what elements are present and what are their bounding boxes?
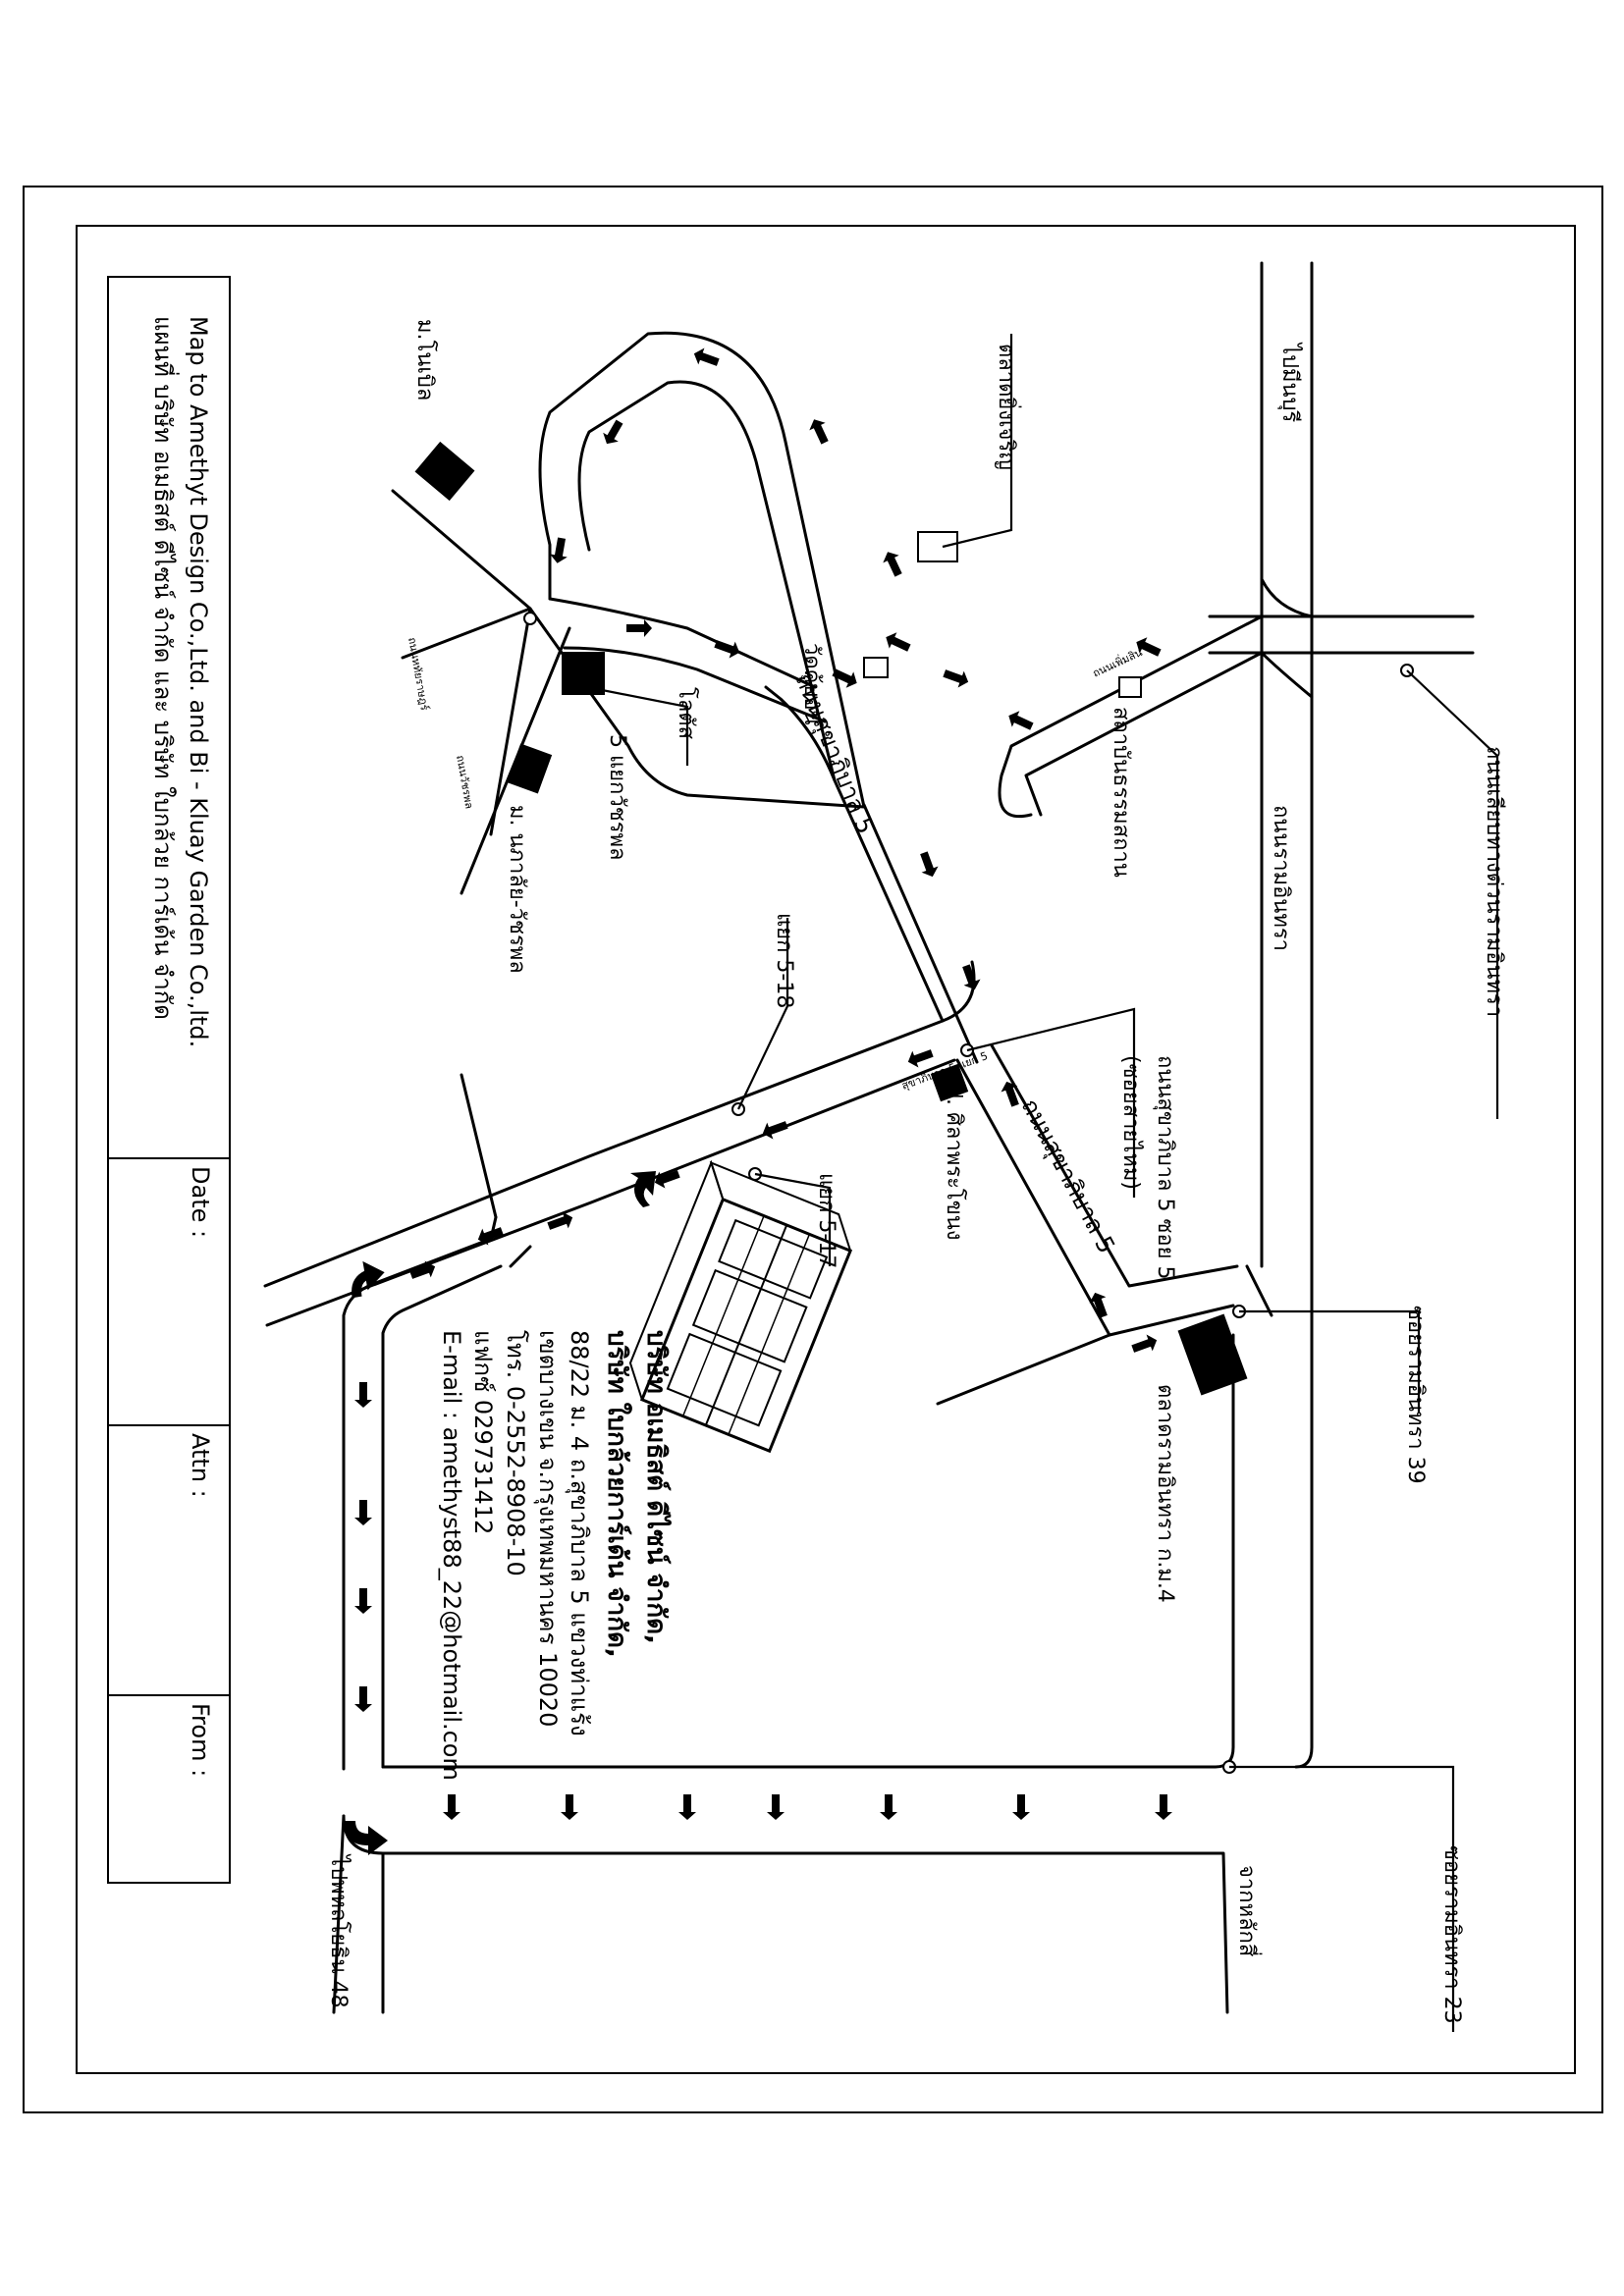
label-soi-5-17: แยก 5-17 [814, 1173, 839, 1268]
landmark-blocks [414, 441, 1248, 1396]
label-small-road-4: ถนนเพิ่มสิน [1090, 644, 1145, 680]
label-expressway: ถนนเลียบทางด่วนรามอินทรา [1482, 746, 1506, 1017]
label-thammasathan: สถาบันธรรมสถาน [1109, 707, 1133, 878]
date-label: Date : [187, 1166, 214, 1238]
company-fax: แฟกซ์ 029731412 [469, 1330, 497, 1534]
inner-frame [76, 225, 1576, 2074]
label-sukhaphiban5-lower: ถนนสุขาภิบาล 5 [1015, 1095, 1120, 1258]
map-title-th: แผนที่ บริษัท อเมธิสต์ ดีไซน์ จำกัด และ … [149, 316, 180, 1020]
label-talad-yingcharoen: ตลาดยิ่งเจริญ [994, 344, 1022, 470]
leader-lines [586, 334, 1499, 2032]
company-line-4: เขตบางเขน จ.กรุงเทพมหานคร 10020 [533, 1330, 562, 1727]
direction-arrows [344, 347, 1172, 1855]
label-sukhaphiban5-upper: ถนนสุขาภิบาล 5 [789, 669, 880, 838]
label-wat: วัดคู้บอน [799, 643, 824, 725]
label-pump-station: ป. ศิลาพระโขนง [942, 1085, 967, 1241]
label-to-phahon: ไปพหลโยธิน 48 [326, 1853, 352, 2008]
building-sketch [628, 1159, 853, 1454]
company-address: บริษัท อเมธิสต์ ดีไซน์ จำกัด, บริษัท ใบก… [438, 1330, 673, 1781]
company-line-2: บริษัท ใบกล้วยการ์เด้น จำกัด, [602, 1330, 632, 1658]
label-lotus: โลตัส [674, 687, 699, 740]
company-line-1: บริษัท อเมธิสต์ ดีไซน์ จำกัด, [641, 1330, 673, 1644]
from-label: From : [187, 1703, 214, 1777]
label-mu-napalai: ม. นภาลัย-วัชรพล [505, 805, 529, 974]
label-soi5: ถนนสุขาภิบาล 5 ซอย 5 [1153, 1055, 1177, 1280]
label-soi-5-18: แยก 5-18 [772, 913, 796, 1008]
title-block: Map to Amethyt Design Co.,Ltd. and Bi - … [107, 276, 231, 1884]
outer-frame [23, 186, 1603, 2113]
label-soi-ramintra-39: ซอยรามอินทรา 39 [1403, 1306, 1428, 1484]
label-mu-nobel: ม.โนเบิล [412, 319, 438, 400]
label-from-laksi: จากหลักสี่ [1234, 1865, 1263, 1957]
company-line-3: 88/22 ม. 4 ถ.สุขาภิบาล 5 แขวงท่าแร้ง [565, 1330, 593, 1736]
attn-label: Attn : [187, 1433, 214, 1498]
label-soi-ramintra-23: ซอยรามอินทรา 23 [1439, 1845, 1464, 2024]
map-title-en: Map to Amethyt Design Co.,Ltd. and Bi - … [185, 316, 212, 1047]
label-soi-sub: (ซอยสายไหม) [1118, 1055, 1144, 1190]
label-5-yaek-watcharaphon: 5 แยกวัชรพล [605, 734, 629, 860]
label-min-buri: ไปมีนบุรี [1277, 342, 1303, 423]
company-phone: โทร. 0-2552-8908-10 [502, 1330, 529, 1576]
label-ramintra-road: ถนนรามอินทรา [1269, 805, 1293, 951]
company-email: E-mail : amethyst88_22@hotmail.com [438, 1330, 465, 1781]
label-talad-ramintra: ตลาดรามอินทรา ก.ม.4 [1153, 1384, 1177, 1603]
label-small-road-2: ถนนวัชรพล [454, 754, 475, 810]
